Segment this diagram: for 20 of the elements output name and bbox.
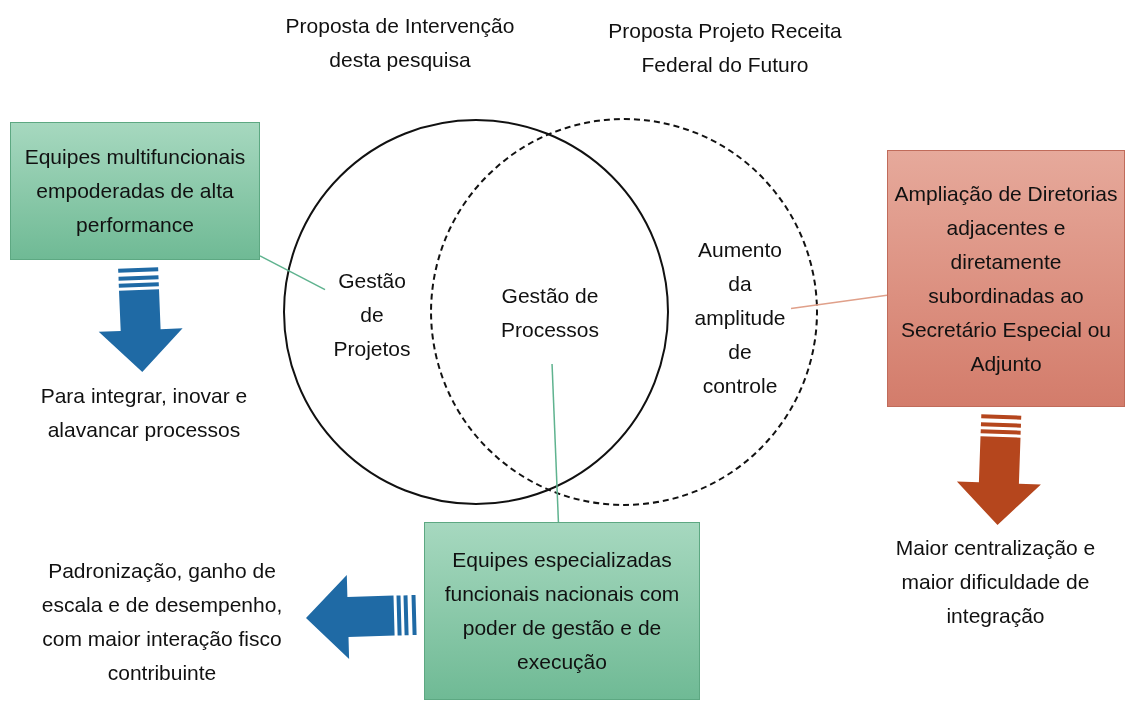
label-text: Gestão de Projetos <box>332 268 412 362</box>
leader-line <box>790 294 888 310</box>
label-text: Padronização, ganho de escala e de desempenho, com maior interação fisco contribuinte <box>40 558 284 686</box>
box-text: Equipes multifuncionais empoderadas de alta performance <box>23 144 247 238</box>
label-text: Gestão de Processos <box>499 283 600 343</box>
text-box <box>887 150 1125 407</box>
circle-title: Proposta Projeto Receita Federal do Futuro <box>607 18 843 78</box>
block-arrow <box>956 414 1041 525</box>
label-text: Aumento da amplitude de controle <box>693 237 787 399</box>
block-arrow <box>306 574 417 659</box>
leader-line <box>259 255 326 291</box>
block-arrow <box>98 267 183 372</box>
label-text: Para integrar, inovar e alavancar processos <box>39 383 249 443</box>
label-text: Maior centralização e maior dificuldade de integração <box>894 535 1097 629</box>
text-box <box>424 522 700 700</box>
box-text: Ampliação de Diretorias adjacentes e diretamente subordinadas ao Secretário Especial ou Adjunto <box>893 180 1119 377</box>
circle-title: Proposta de Intervenção desta pesquisa <box>284 13 516 73</box>
box-text: Equipes especializadas funcionais nacionais com poder de gestão e de execução <box>443 547 681 675</box>
leader-line <box>551 363 560 523</box>
text-box <box>10 122 260 260</box>
